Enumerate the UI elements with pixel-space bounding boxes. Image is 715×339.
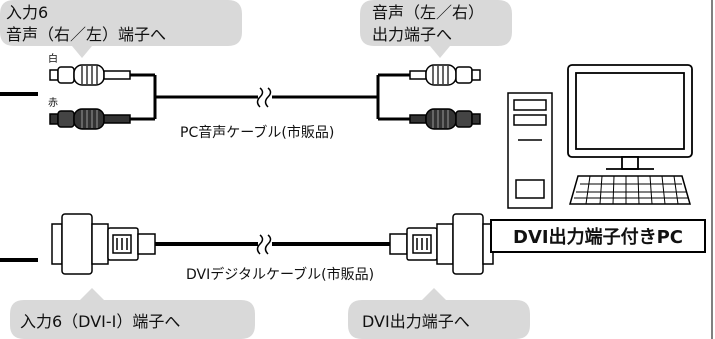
rca-plug-white-left [49, 64, 131, 86]
callout-input6-dvi-text: 入力6（DVI-I）端子へ [20, 312, 180, 331]
callout-pc-audio-line2: 出力端子へ [372, 25, 452, 44]
callout-pc-audio: 音声（左／右） 出力端子へ [360, 0, 512, 58]
audio-cable-break-icon [256, 87, 272, 108]
pc-tower-icon [507, 92, 553, 209]
plug-label-red: 赤 [48, 97, 58, 109]
pc-label: DVI出力端子付きPC [513, 226, 683, 248]
audio-cable-label: PC音声ケーブル(市販品) [180, 124, 334, 141]
audio-cable [0, 73, 410, 262]
dvi-cable-label: DVIデジタルケーブル(市販品) [186, 266, 374, 283]
callout-dvi-output: DVI出力端子へ [348, 288, 530, 339]
callout-dvi-output-text: DVI出力端子へ [362, 312, 470, 331]
callout-pc-audio-line1: 音声（左／右） [372, 3, 484, 22]
monitor-icon [567, 64, 693, 170]
dvi-connector-left [51, 213, 156, 275]
callout-input6-audio-line2: 音声（右／左）端子へ [6, 25, 166, 44]
dvi-connector-right [389, 213, 494, 275]
callout-input6-audio-line1: 入力6 [6, 3, 48, 22]
callout-input6-dvi: 入力6（DVI-I）端子へ [10, 288, 255, 339]
rca-plug-white-right [409, 64, 481, 86]
rca-plug-red-left [49, 108, 131, 130]
callout-input6-audio: 入力6 音声（右／左）端子へ [0, 0, 242, 58]
keyboard-icon [569, 175, 691, 205]
dvi-cable-break-icon [256, 234, 272, 255]
plug-label-white: 白 [48, 52, 58, 65]
rca-plug-red-right [409, 108, 481, 130]
pc-label-box: DVI出力端子付きPC [490, 219, 706, 253]
